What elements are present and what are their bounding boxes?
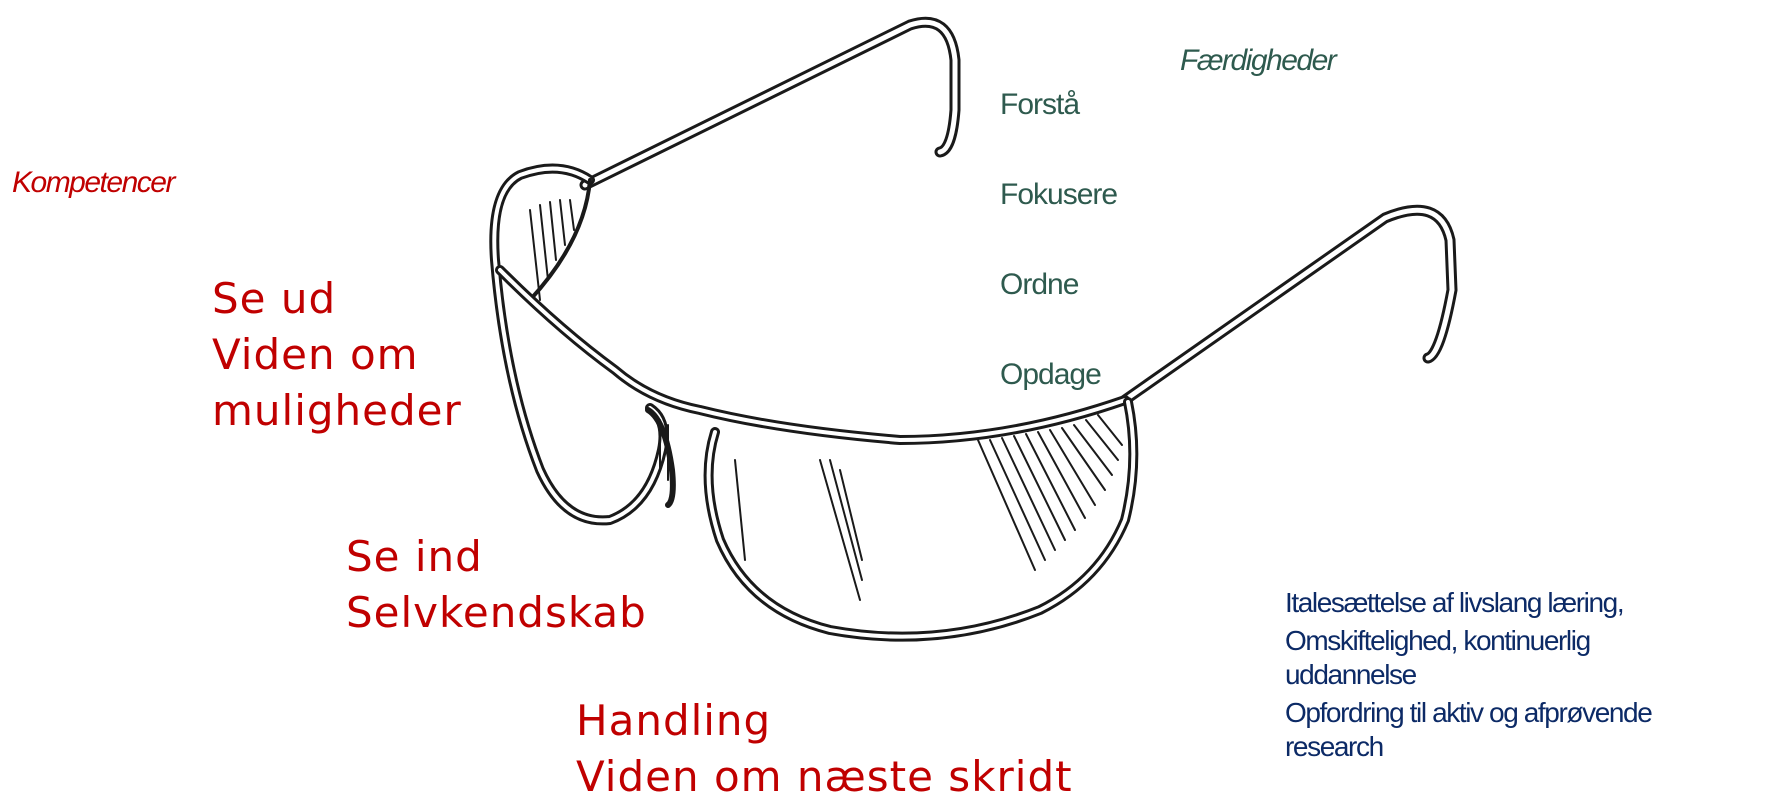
note-item-2-line-2: uddannelse [1285, 658, 1651, 692]
skill-item-forsta: Forstå [1000, 88, 1079, 122]
competence-se-ud-line-2: Viden om [212, 327, 462, 383]
competence-handling-title: Handling [576, 693, 1073, 749]
far-temple-arm [585, 22, 955, 185]
skill-item-opdage: Opdage [1000, 358, 1101, 392]
note-item-3-line-2: research [1285, 730, 1651, 764]
competence-handling-line-2: Viden om næste skridt [576, 749, 1073, 805]
competences-label: Kompetencer [12, 166, 174, 200]
note-item-2-line-1: Omskiftelighed, kontinuerlig [1285, 624, 1651, 658]
competence-handling: Handling Viden om næste skridt [576, 693, 1073, 805]
note-item-1: Italesættelse af livslang læring, [1285, 586, 1651, 620]
skills-label: Færdigheder [1180, 44, 1335, 78]
skill-item-ordne: Ordne [1000, 268, 1078, 302]
competence-se-ud-title: Se ud [212, 271, 462, 327]
competence-se-ind-title: Se ind [346, 529, 647, 585]
competence-se-ind-line-2: Selvkendskab [346, 585, 647, 641]
near-temple-arm [1125, 210, 1452, 400]
competence-se-ud-line-3: muligheder [212, 383, 462, 439]
notes-list: Italesættelse af livslang læring, Omskif… [1285, 586, 1651, 764]
skill-item-fokusere: Fokusere [1000, 178, 1117, 212]
competence-se-ind: Se ind Selvkendskab [346, 529, 647, 641]
note-item-3-line-1: Opfordring til aktiv og afprøvende [1285, 696, 1651, 730]
competence-se-ud: Se ud Viden om muligheder [212, 271, 462, 439]
